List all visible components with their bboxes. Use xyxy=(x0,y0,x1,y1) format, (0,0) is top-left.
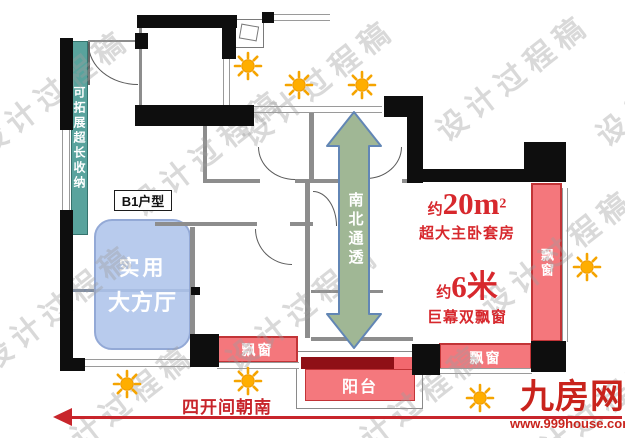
wall-segment xyxy=(407,96,423,183)
window-line xyxy=(84,359,191,367)
master-suite-annotation: 约20m2 超大主卧套房 约6米 巨幕双飘窗 xyxy=(402,186,532,327)
wall-segment xyxy=(60,210,73,362)
logo-text: 九房网 xyxy=(520,379,625,416)
wall-thin xyxy=(203,179,260,183)
wall-thin xyxy=(139,27,142,107)
kitchen-fixture xyxy=(235,19,264,48)
storage-bar-label: 可拓展超长收纳 xyxy=(72,85,86,191)
wall-nib xyxy=(60,287,69,295)
wall-segment xyxy=(137,15,237,28)
master-width-caption: 巨幕双飘窗 xyxy=(426,309,507,326)
watermark: 设计过程稿 xyxy=(590,13,625,154)
wall-segment xyxy=(531,341,566,372)
ventilation-label: 南北通透 xyxy=(346,192,364,268)
sun-icon xyxy=(233,51,263,81)
storage-bar: 可拓展超长收纳 xyxy=(71,41,88,235)
living-room-label-line1: 实用 xyxy=(118,257,167,280)
wall-segment xyxy=(135,33,148,49)
sun-icon xyxy=(347,70,377,100)
wall-nib xyxy=(191,287,200,295)
window-line xyxy=(440,368,532,374)
double-arrow-icon xyxy=(326,111,382,349)
door-leaf xyxy=(88,42,90,85)
door-arc-entry xyxy=(88,44,138,85)
wall-thin xyxy=(295,179,367,183)
watermark: 设计过程稿 xyxy=(430,8,597,149)
balcony-strip-end xyxy=(394,357,413,369)
wall-segment xyxy=(222,15,236,59)
sun-icon xyxy=(465,383,495,413)
wall-segment xyxy=(262,12,274,23)
wall-thin xyxy=(203,110,207,182)
wall-thin xyxy=(155,222,257,226)
bay-window-right: 飘窗 xyxy=(531,183,562,342)
door-arc-room-left xyxy=(258,147,295,180)
wall-segment xyxy=(412,344,440,375)
south-arrow-head-icon xyxy=(53,408,72,426)
wall-thin xyxy=(305,183,310,338)
sun-icon xyxy=(112,369,142,399)
window-line xyxy=(62,130,70,210)
window-line xyxy=(217,362,299,369)
wall-thin xyxy=(309,112,314,182)
unit-type-label: B1户型 xyxy=(114,190,172,211)
balcony-dark-strip xyxy=(301,357,395,369)
bay-window-bottom-left: 飘窗 xyxy=(217,336,298,363)
sun-icon xyxy=(233,366,263,396)
wall-segment xyxy=(60,38,73,130)
master-area-caption: 超大主卧套房 xyxy=(418,225,515,242)
window-line xyxy=(562,188,568,342)
south-arrow-line xyxy=(72,416,622,419)
site-logo: 九房网 www.999house.com xyxy=(510,379,625,432)
wall-segment xyxy=(190,334,219,367)
window-line xyxy=(223,57,230,106)
wall-thin xyxy=(88,40,140,42)
master-width-line: 约6米 xyxy=(436,269,498,304)
balcony-outline xyxy=(296,351,423,409)
master-area-line: 约20m2 xyxy=(427,186,507,221)
wall-segment xyxy=(60,358,85,371)
ventilation-arrow: 南北通透 xyxy=(324,106,386,354)
window-line xyxy=(272,14,330,21)
kitchen-fixture-inner xyxy=(238,23,260,42)
wall-segment xyxy=(524,142,566,182)
wall-thin xyxy=(290,222,313,226)
balcony-box: 阳台 xyxy=(305,369,415,401)
logo-url: www.999house.com xyxy=(510,416,625,431)
wall-segment xyxy=(135,105,254,126)
sun-icon xyxy=(572,252,602,282)
window-line xyxy=(254,106,382,113)
sun-icon xyxy=(284,70,314,100)
living-room-label-line2: 大方厅 xyxy=(107,290,177,315)
door-arc-middle-room xyxy=(255,229,292,265)
wall-segment xyxy=(423,169,526,182)
wall-thin xyxy=(190,227,195,335)
orientation-label: 四开间朝南 xyxy=(182,398,272,417)
living-room-box: 实用 大方厅 xyxy=(94,219,191,350)
